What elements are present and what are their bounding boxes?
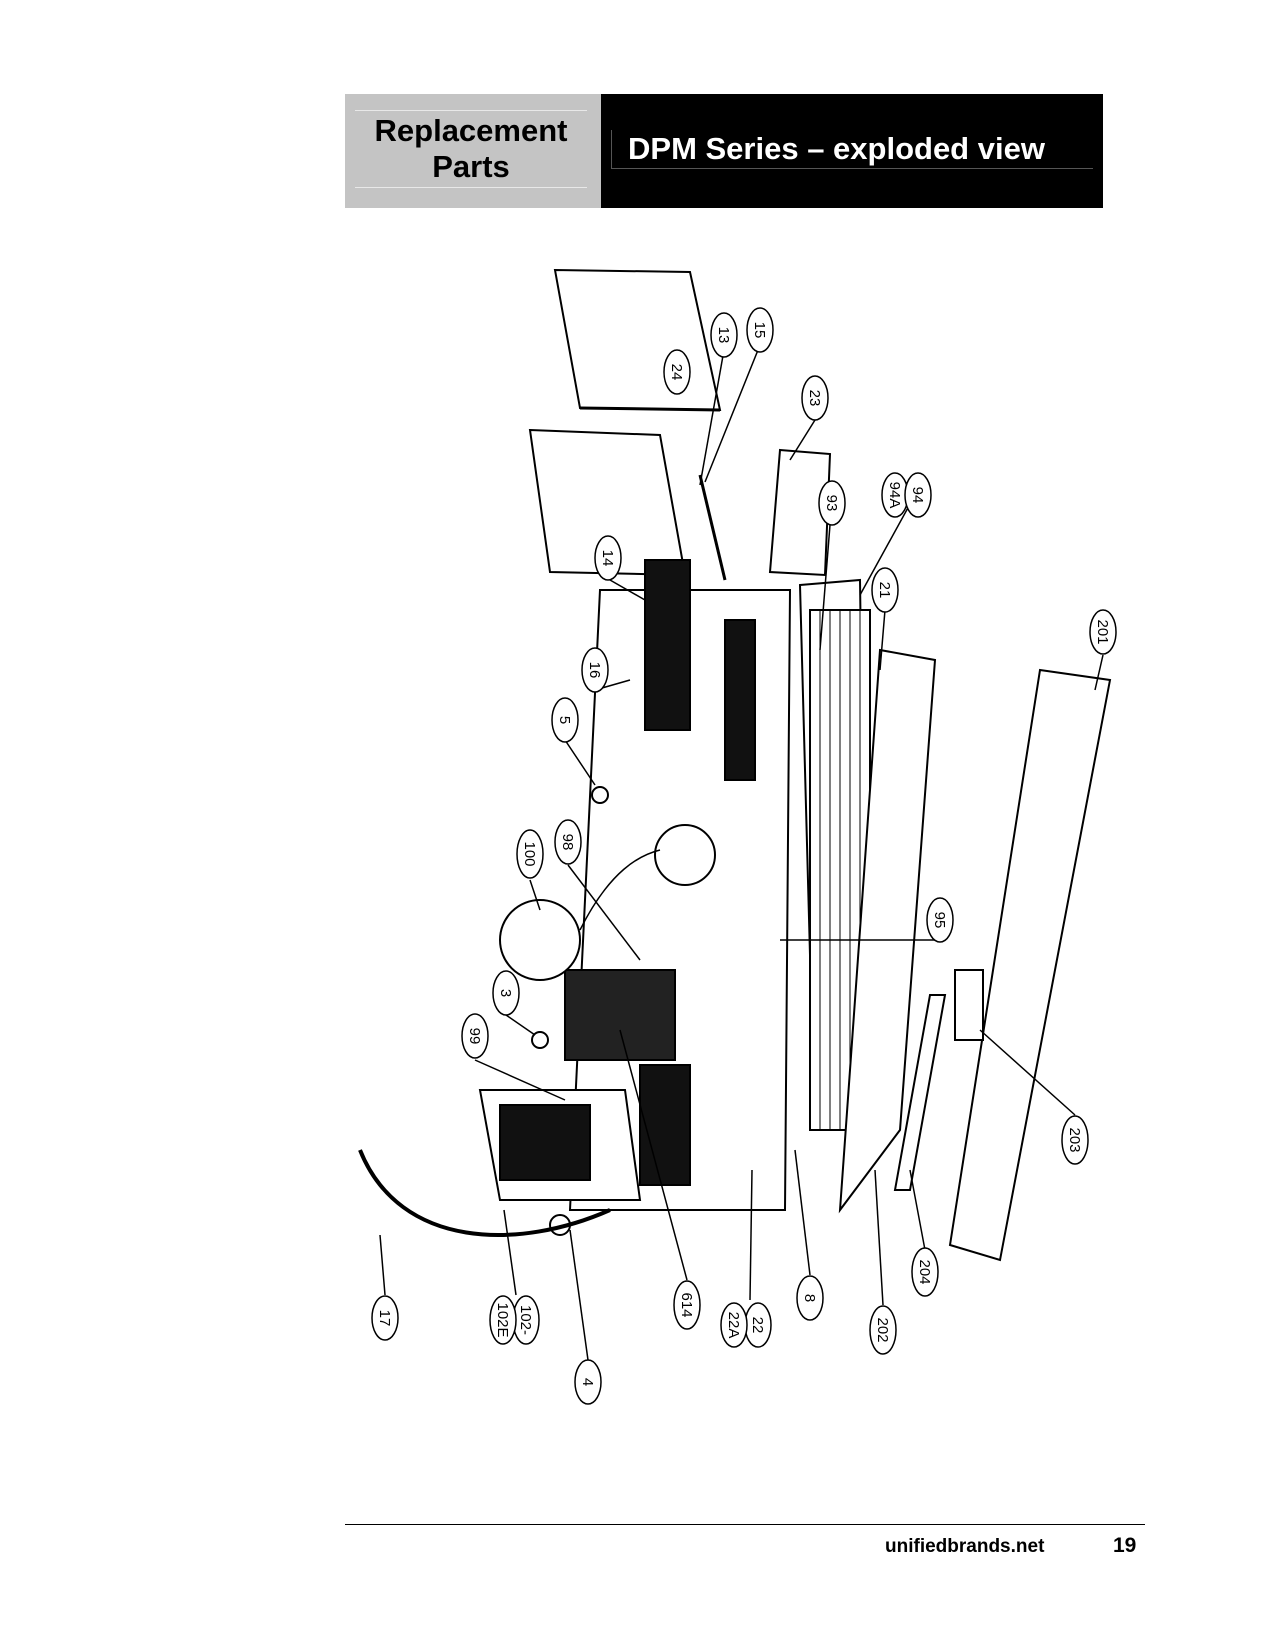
svg-text:22A: 22A	[725, 1312, 742, 1339]
svg-text:16: 16	[586, 662, 603, 679]
footer-rule	[345, 1524, 1145, 1525]
callout-13: 13	[710, 312, 738, 358]
svg-text:102E: 102E	[494, 1302, 511, 1337]
callout-201: 201	[1089, 609, 1117, 655]
section-label-line2: Parts	[432, 149, 510, 184]
section-label: Replacement Parts	[355, 110, 587, 188]
svg-text:100: 100	[521, 841, 538, 866]
callout-21: 21	[871, 567, 899, 613]
svg-text:24: 24	[668, 364, 685, 381]
svg-text:13: 13	[715, 327, 732, 344]
callout-14: 14	[594, 535, 622, 581]
callout-99: 99	[461, 1013, 489, 1059]
svg-text:203: 203	[1066, 1127, 1083, 1152]
callout-3: 3	[492, 970, 520, 1016]
svg-text:614: 614	[678, 1292, 695, 1317]
callout-95: 95	[926, 897, 954, 943]
svg-text:98: 98	[559, 834, 576, 851]
rail-201	[948, 668, 1112, 1262]
callout-204: 204	[911, 1247, 939, 1297]
section-label-line1: Replacement	[374, 113, 568, 148]
svg-text:201: 201	[1094, 619, 1111, 644]
svg-text:99: 99	[466, 1028, 483, 1045]
svg-text:8: 8	[801, 1294, 818, 1302]
svg-text:204: 204	[916, 1259, 933, 1284]
svg-text:94: 94	[909, 487, 926, 504]
frame-23	[768, 448, 832, 577]
callout-98: 98	[554, 819, 582, 865]
exploded-view-diagram: 24 13 15 23 93 94A 94 14	[358, 268, 1117, 1405]
base-tray	[838, 648, 937, 1214]
page-title: DPM Series – exploded view	[611, 130, 1093, 169]
callout-94: 94	[904, 472, 932, 518]
compartment	[564, 969, 676, 1061]
svg-text:95: 95	[931, 912, 948, 929]
callout-100: 100	[516, 829, 544, 879]
svg-text:3: 3	[497, 989, 514, 997]
svg-text:4: 4	[579, 1378, 596, 1386]
callout-8: 8	[796, 1275, 824, 1321]
section-label-box: Replacement Parts	[345, 94, 601, 208]
callout-93: 93	[818, 480, 846, 526]
callout-15: 15	[746, 307, 774, 353]
svg-text:15: 15	[751, 322, 768, 339]
callout-16: 16	[581, 647, 609, 693]
callout-102e: 102E	[489, 1295, 517, 1345]
callout-17: 17	[371, 1295, 399, 1341]
svg-text:102-: 102-	[517, 1305, 534, 1335]
title-box: DPM Series – exploded view	[601, 94, 1103, 208]
tray-204	[893, 994, 947, 1191]
power-cord	[358, 1149, 611, 1237]
svg-text:17: 17	[376, 1310, 393, 1327]
svg-text:23: 23	[806, 390, 823, 407]
footer-website: unifiedbrands.net	[885, 1536, 1045, 1557]
page-header: Replacement Parts DPM Series – exploded …	[345, 94, 1103, 208]
callout-94a: 94A	[881, 472, 909, 518]
callout-5: 5	[551, 697, 579, 743]
shelf-dark-2	[724, 619, 756, 781]
svg-text:5: 5	[556, 716, 573, 724]
callout-23: 23	[801, 375, 829, 421]
callout-24: 24	[663, 349, 691, 395]
svg-text:22: 22	[749, 1317, 766, 1334]
svg-text:94A: 94A	[886, 482, 903, 509]
panel-24	[553, 268, 722, 412]
shelf-dark-1	[644, 559, 691, 731]
callout-22a: 22A	[720, 1302, 748, 1348]
callout-22: 22	[744, 1302, 772, 1348]
callout-614: 614	[673, 1280, 701, 1330]
svg-text:202: 202	[874, 1317, 891, 1342]
page-number: 19	[1113, 1534, 1137, 1557]
svg-text:21: 21	[876, 582, 893, 599]
callout-4: 4	[574, 1359, 602, 1405]
callout-203: 203	[1061, 1115, 1089, 1165]
callout-202: 202	[869, 1305, 897, 1355]
svg-text:14: 14	[599, 550, 616, 567]
callout-102: 102-	[512, 1295, 540, 1345]
svg-text:93: 93	[823, 495, 840, 512]
